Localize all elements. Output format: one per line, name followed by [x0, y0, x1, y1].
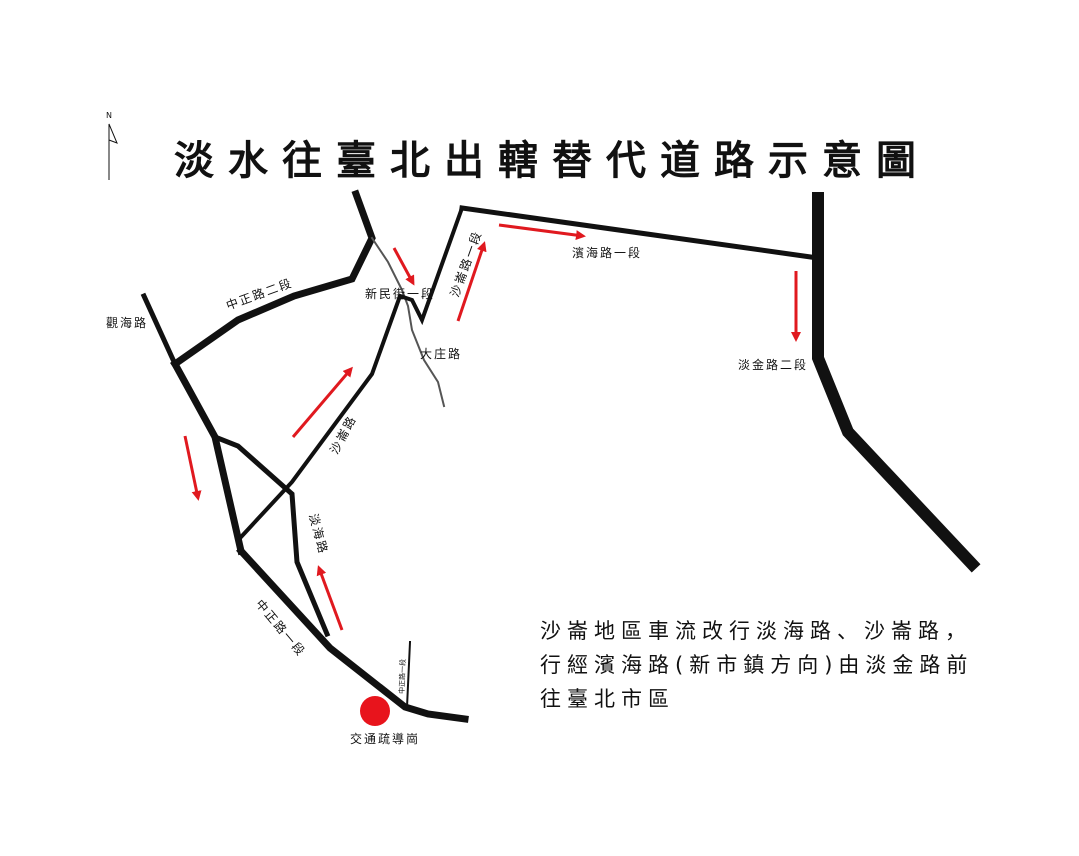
road-guanhai	[140, 292, 179, 368]
direction-arrows	[183, 223, 801, 631]
arrow-shalun-1	[456, 241, 487, 322]
north-arrow-icon: N	[106, 111, 118, 180]
label-danhai: 淡海路	[306, 512, 331, 556]
note-line-1: 沙崙地區車流改行淡海路、沙崙路，	[540, 619, 972, 643]
road-shalun	[238, 293, 403, 540]
road-zhongzheng-1	[236, 546, 469, 723]
north-label: N	[106, 111, 112, 120]
label-shalun: 沙崙路	[326, 412, 359, 456]
label-dazhuang: 大庄路	[420, 346, 462, 361]
road-network	[140, 189, 981, 723]
arrow-binhai	[498, 223, 586, 241]
arrow-north-danhai	[316, 565, 344, 631]
road-binhai-1	[459, 205, 821, 261]
label-traffic-post: 交通疏導崗	[350, 731, 420, 746]
arrow-south-1	[183, 435, 202, 501]
road-dazhuang	[370, 236, 446, 408]
label-zhongzheng-1: 中正路一段	[253, 596, 309, 659]
map-title: 淡水往臺北出轄替代道路示意圖	[174, 138, 930, 184]
road-zhongzheng-trunk	[170, 359, 246, 556]
arrow-xinmin	[392, 247, 415, 286]
road-danjin	[812, 192, 981, 573]
traffic-post-marker-icon	[360, 696, 390, 726]
label-small-road: 中正路一段	[397, 659, 407, 694]
label-xinmin-1: 新民街一段	[365, 286, 435, 301]
label-guanhai: 觀海路	[106, 315, 148, 330]
note-line-3: 往臺北市區	[540, 687, 675, 711]
road-shalun-1	[397, 205, 465, 326]
arrow-shalun	[291, 366, 353, 438]
note-line-2: 行經濱海路(新市鎮方向)由淡金路前	[540, 653, 974, 677]
road-small	[405, 640, 412, 709]
route-note: 沙崙地區車流改行淡海路、沙崙路， 行經濱海路(新市鎮方向)由淡金路前 往臺北市區	[540, 614, 1000, 716]
label-danjin-2: 淡金路二段	[738, 357, 808, 372]
label-binhai-1: 濱海路一段	[572, 245, 642, 260]
road-danhai	[211, 433, 331, 638]
road-zhongzheng-2	[170, 189, 376, 369]
